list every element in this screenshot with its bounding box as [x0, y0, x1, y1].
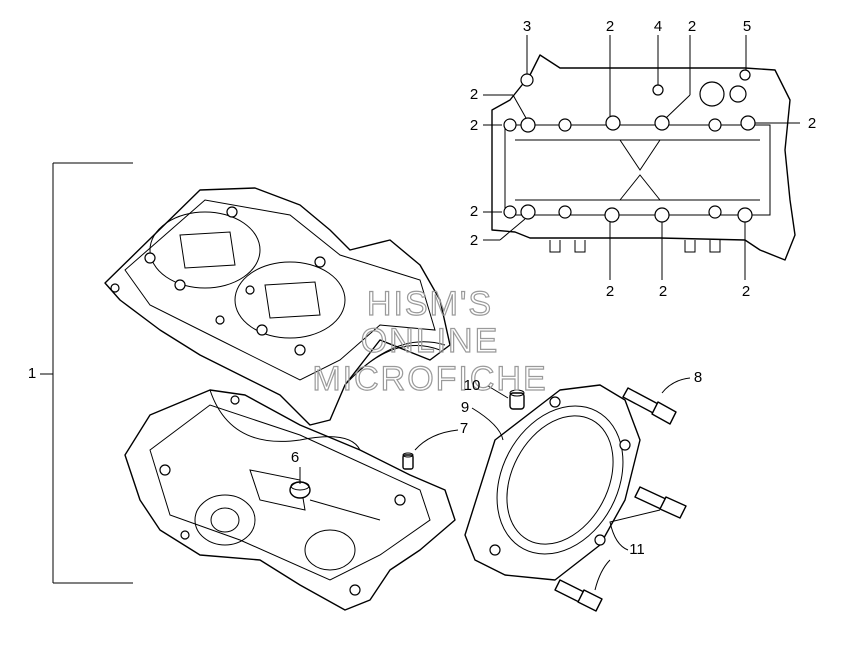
callout-10: 10 — [464, 377, 481, 394]
watermark-line-3: MICROFICHE — [312, 360, 547, 398]
watermark-line-1: HISM'S — [367, 285, 493, 323]
end-cover-9 — [464, 384, 641, 581]
callout-2-right: 2 — [808, 115, 816, 132]
callout-7: 7 — [460, 420, 468, 437]
callout-4: 4 — [654, 18, 662, 35]
lower-crankcase-half — [124, 389, 456, 611]
callout-2-bottom-c: 2 — [742, 283, 750, 300]
callout-2-top-a: 2 — [606, 18, 614, 35]
callout-2-left-a: 2 — [470, 86, 478, 103]
callout-2-left-b: 2 — [470, 117, 478, 134]
callout-2-left-c: 2 — [470, 203, 478, 220]
dowel-pin-7 — [402, 452, 414, 470]
leader-lines-top-view — [483, 35, 800, 280]
callout-2-left-d: 2 — [470, 232, 478, 249]
callout-2-bottom-b: 2 — [659, 283, 667, 300]
bearing-6 — [289, 481, 311, 499]
leader-lines-parts — [299, 377, 691, 591]
callout-labels: 1 3 2 4 2 5 2 2 2 2 2 2 2 2 6 7 8 9 10 1… — [28, 18, 816, 558]
upper-crankcase-half — [104, 187, 451, 426]
callout-2-top-b: 2 — [688, 18, 696, 35]
callout-3: 3 — [523, 18, 531, 35]
bolt-11-upper — [634, 486, 687, 519]
callout-9: 9 — [461, 399, 469, 416]
callout-5: 5 — [743, 18, 751, 35]
bolt-8 — [622, 387, 677, 425]
dowel-10 — [509, 389, 525, 410]
bolt-11-lower — [554, 579, 603, 612]
callout-2-bottom-a: 2 — [606, 283, 614, 300]
callout-1: 1 — [28, 365, 36, 382]
callout-6: 6 — [291, 449, 299, 466]
assembly-bracket-1 — [40, 162, 133, 584]
watermark: HISM'S ONLINE MICROFICHE — [312, 284, 547, 398]
callout-8: 8 — [694, 369, 702, 386]
callout-11: 11 — [629, 541, 645, 558]
watermark-line-2: ONLINE — [361, 322, 500, 360]
crankcase-top-view — [491, 54, 796, 261]
